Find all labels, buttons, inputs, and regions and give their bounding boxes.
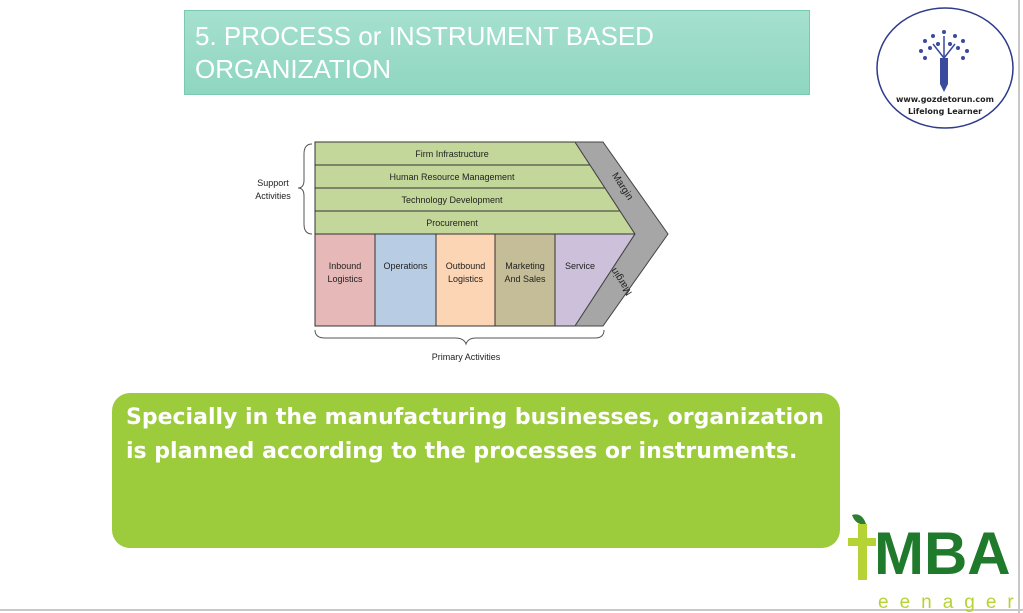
tmba-logo: MBA eenager	[848, 514, 1023, 613]
tree-pencil-icon	[919, 30, 969, 92]
support-label: Support	[257, 178, 289, 188]
callout-box: Specially in the manufacturing businesse…	[112, 393, 840, 548]
logo: www.gozdetorun.com Lifelong Learner	[876, 7, 1014, 129]
slide-title: 5. PROCESS or INSTRUMENT BASED ORGANIZAT…	[184, 10, 810, 95]
primary-activity-label: Marketing	[505, 261, 545, 271]
support-activity-label: Procurement	[426, 218, 478, 228]
callout-text: Specially in the manufacturing businesse…	[126, 405, 824, 464]
slide-edge	[0, 609, 1023, 611]
support-activity-label: Firm Infrastructure	[415, 149, 489, 159]
primary-activity-label: Operations	[383, 261, 428, 271]
primary-brace	[314, 329, 605, 346]
support-label: Activities	[255, 191, 291, 201]
primary-activity-label: Service	[565, 261, 595, 271]
brand-main: MBA	[874, 520, 1011, 587]
primary-activity-box	[374, 233, 437, 327]
brand-sub: eenager	[878, 592, 1023, 613]
primary-label: Primary Activities	[432, 352, 501, 362]
primary-activity-label: Inbound	[329, 261, 362, 271]
support-brace	[297, 143, 313, 235]
logo-tagline: Lifelong Learner	[908, 107, 982, 116]
primary-activity-label: Logistics	[327, 274, 363, 284]
primary-activity-label: And Sales	[504, 274, 546, 284]
primary-activity-label: Logistics	[448, 274, 484, 284]
support-activity-label: Human Resource Management	[389, 172, 515, 182]
support-activity-label: Technology Development	[401, 195, 503, 205]
margin-chevron	[574, 141, 669, 327]
slide-edge	[1018, 0, 1020, 613]
primary-activity-label: Outbound	[446, 261, 486, 271]
logo-url: www.gozdetorun.com	[896, 95, 994, 104]
